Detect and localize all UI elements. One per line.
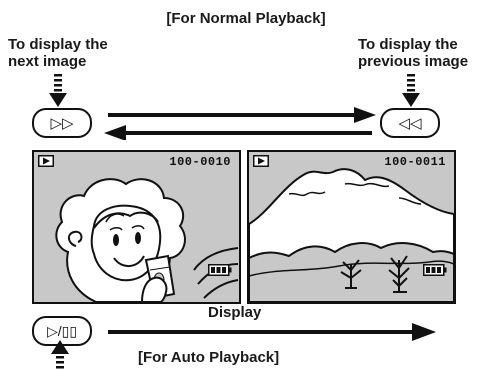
previous-image-label: To display the previous image xyxy=(358,36,468,70)
play-pause-button[interactable]: ▷/▯▯ xyxy=(32,316,92,346)
press-indicator-play-pause xyxy=(51,340,69,369)
press-indicator-reverse xyxy=(402,74,420,107)
next-label-line1: To display the xyxy=(8,36,108,53)
auto-playback-title: [For Auto Playback] xyxy=(138,349,280,366)
display-arrow xyxy=(108,323,436,341)
mountain-landscape-illustration xyxy=(249,168,454,302)
forward-button[interactable]: ▷▷ xyxy=(32,108,92,138)
file-number: 100-0010 xyxy=(169,155,231,169)
prev-label-line2: previous image xyxy=(358,53,469,70)
normal-playback-title: [For Normal Playback] xyxy=(166,10,326,27)
prev-label-line1: To display the xyxy=(358,36,458,53)
reverse-button[interactable]: ◁◁ xyxy=(380,108,440,138)
display-label: Display xyxy=(208,304,262,321)
play-mode-icon xyxy=(38,155,54,167)
navigation-arrows xyxy=(104,107,376,140)
file-number: 100-0011 xyxy=(384,155,446,169)
right-arrow xyxy=(108,107,376,123)
woman-drinking-illustration xyxy=(55,178,239,302)
forward-icon: ▷▷ xyxy=(50,115,74,132)
reverse-icon: ◁◁ xyxy=(398,115,422,132)
left-arrow xyxy=(104,125,372,140)
right-screen: 100-0011 xyxy=(247,150,456,304)
play-pause-icon: ▷/▯▯ xyxy=(46,322,78,339)
press-indicator-forward xyxy=(49,74,67,107)
next-label-line2: next image xyxy=(8,53,87,70)
play-mode-icon xyxy=(253,155,269,167)
battery-icon xyxy=(423,264,447,276)
battery-icon xyxy=(208,264,232,276)
next-image-label: To display the next image xyxy=(8,36,108,70)
left-screen: 100-0010 xyxy=(32,150,241,304)
